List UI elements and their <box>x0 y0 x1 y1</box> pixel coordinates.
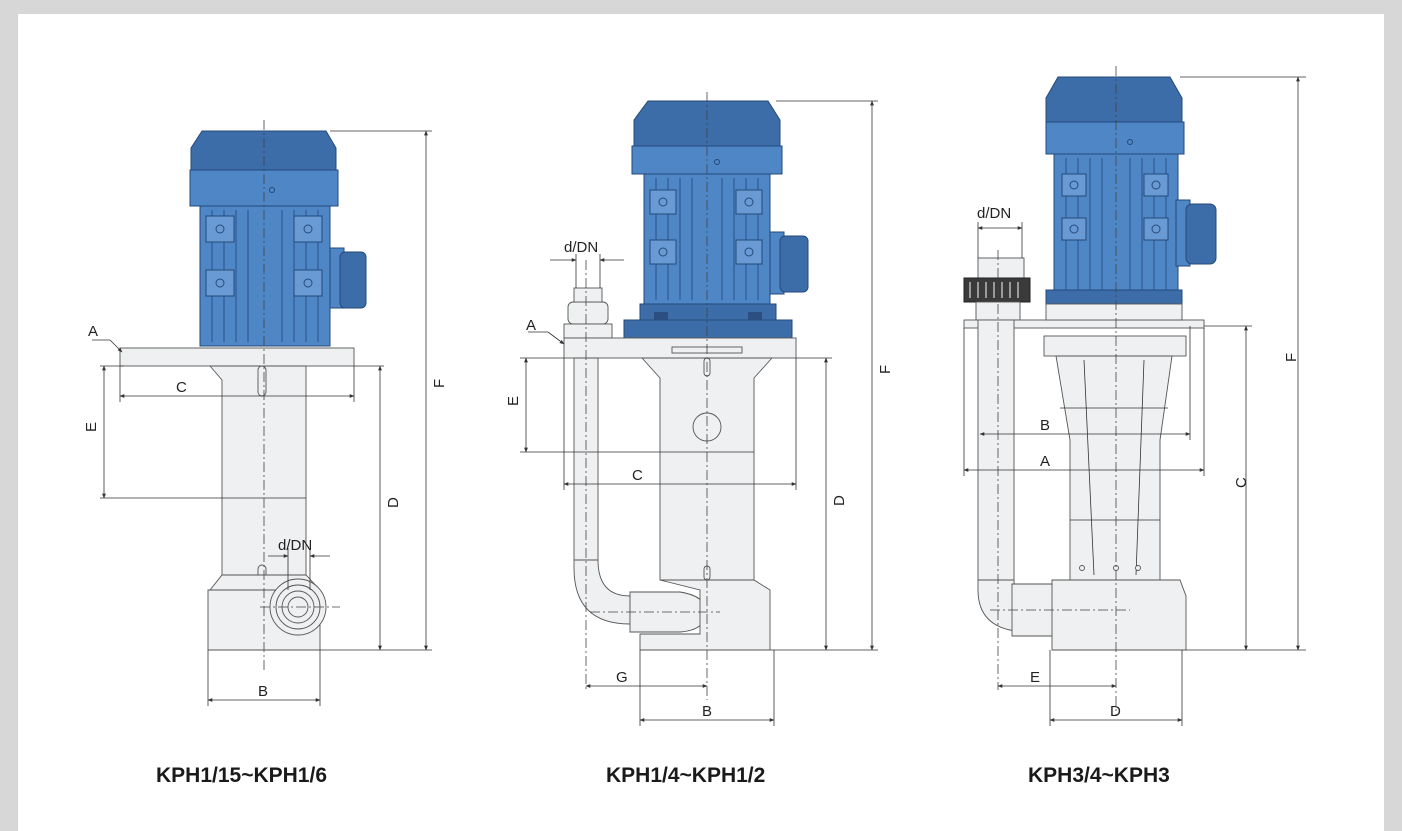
pump-2-label-a: A <box>526 317 536 334</box>
pump-1-drawing <box>92 120 432 706</box>
pump-1-motor <box>189 130 367 347</box>
pump-1-label-e: E <box>83 422 100 432</box>
pump-1-mounting-plate <box>119 347 355 367</box>
pump-2-label-dn: d/DN <box>564 239 598 256</box>
pump-1-label-c: C <box>176 379 187 396</box>
pump-1-label-a: A <box>88 323 98 340</box>
pump-3-label-a: A <box>1040 453 1050 470</box>
pump-3-label-dn: d/DN <box>977 205 1011 222</box>
pump-3-caption: KPH3/4~KPH3 <box>1028 764 1170 787</box>
pump-2-drawing <box>520 92 878 726</box>
pump-2-label-g: G <box>616 669 628 686</box>
pump-3-label-d: D <box>1110 703 1121 720</box>
pump-1-label-d: D <box>385 497 402 508</box>
pump-2-label-e: E <box>505 396 522 406</box>
pump-2-label-b: B <box>702 703 712 720</box>
pump-3-column <box>1055 355 1173 581</box>
pump-1-caption: KPH1/15~KPH1/6 <box>156 764 327 787</box>
pump-2-label-f: F <box>877 365 894 374</box>
pump-1-label-f: F <box>431 379 448 388</box>
pump-2-caption: KPH1/4~KPH1/2 <box>606 764 765 787</box>
pump-3-label-f: F <box>1283 353 1300 362</box>
pump-2-label-c: C <box>632 467 643 484</box>
pump-3-motor <box>1045 76 1217 305</box>
pump-3-drawing <box>963 66 1306 726</box>
pump-3-casing <box>1051 579 1187 651</box>
pump-2-label-d: D <box>831 495 848 506</box>
pump-2-motor <box>623 100 809 339</box>
pump-1-column <box>209 365 307 591</box>
pump-1-label-b: B <box>258 683 268 700</box>
pump-3-label-e: E <box>1030 669 1040 686</box>
pump-3-label-c: C <box>1233 477 1250 488</box>
pump-1-label-dn: d/DN <box>278 537 312 554</box>
pump-3-label-b: B <box>1040 417 1050 434</box>
